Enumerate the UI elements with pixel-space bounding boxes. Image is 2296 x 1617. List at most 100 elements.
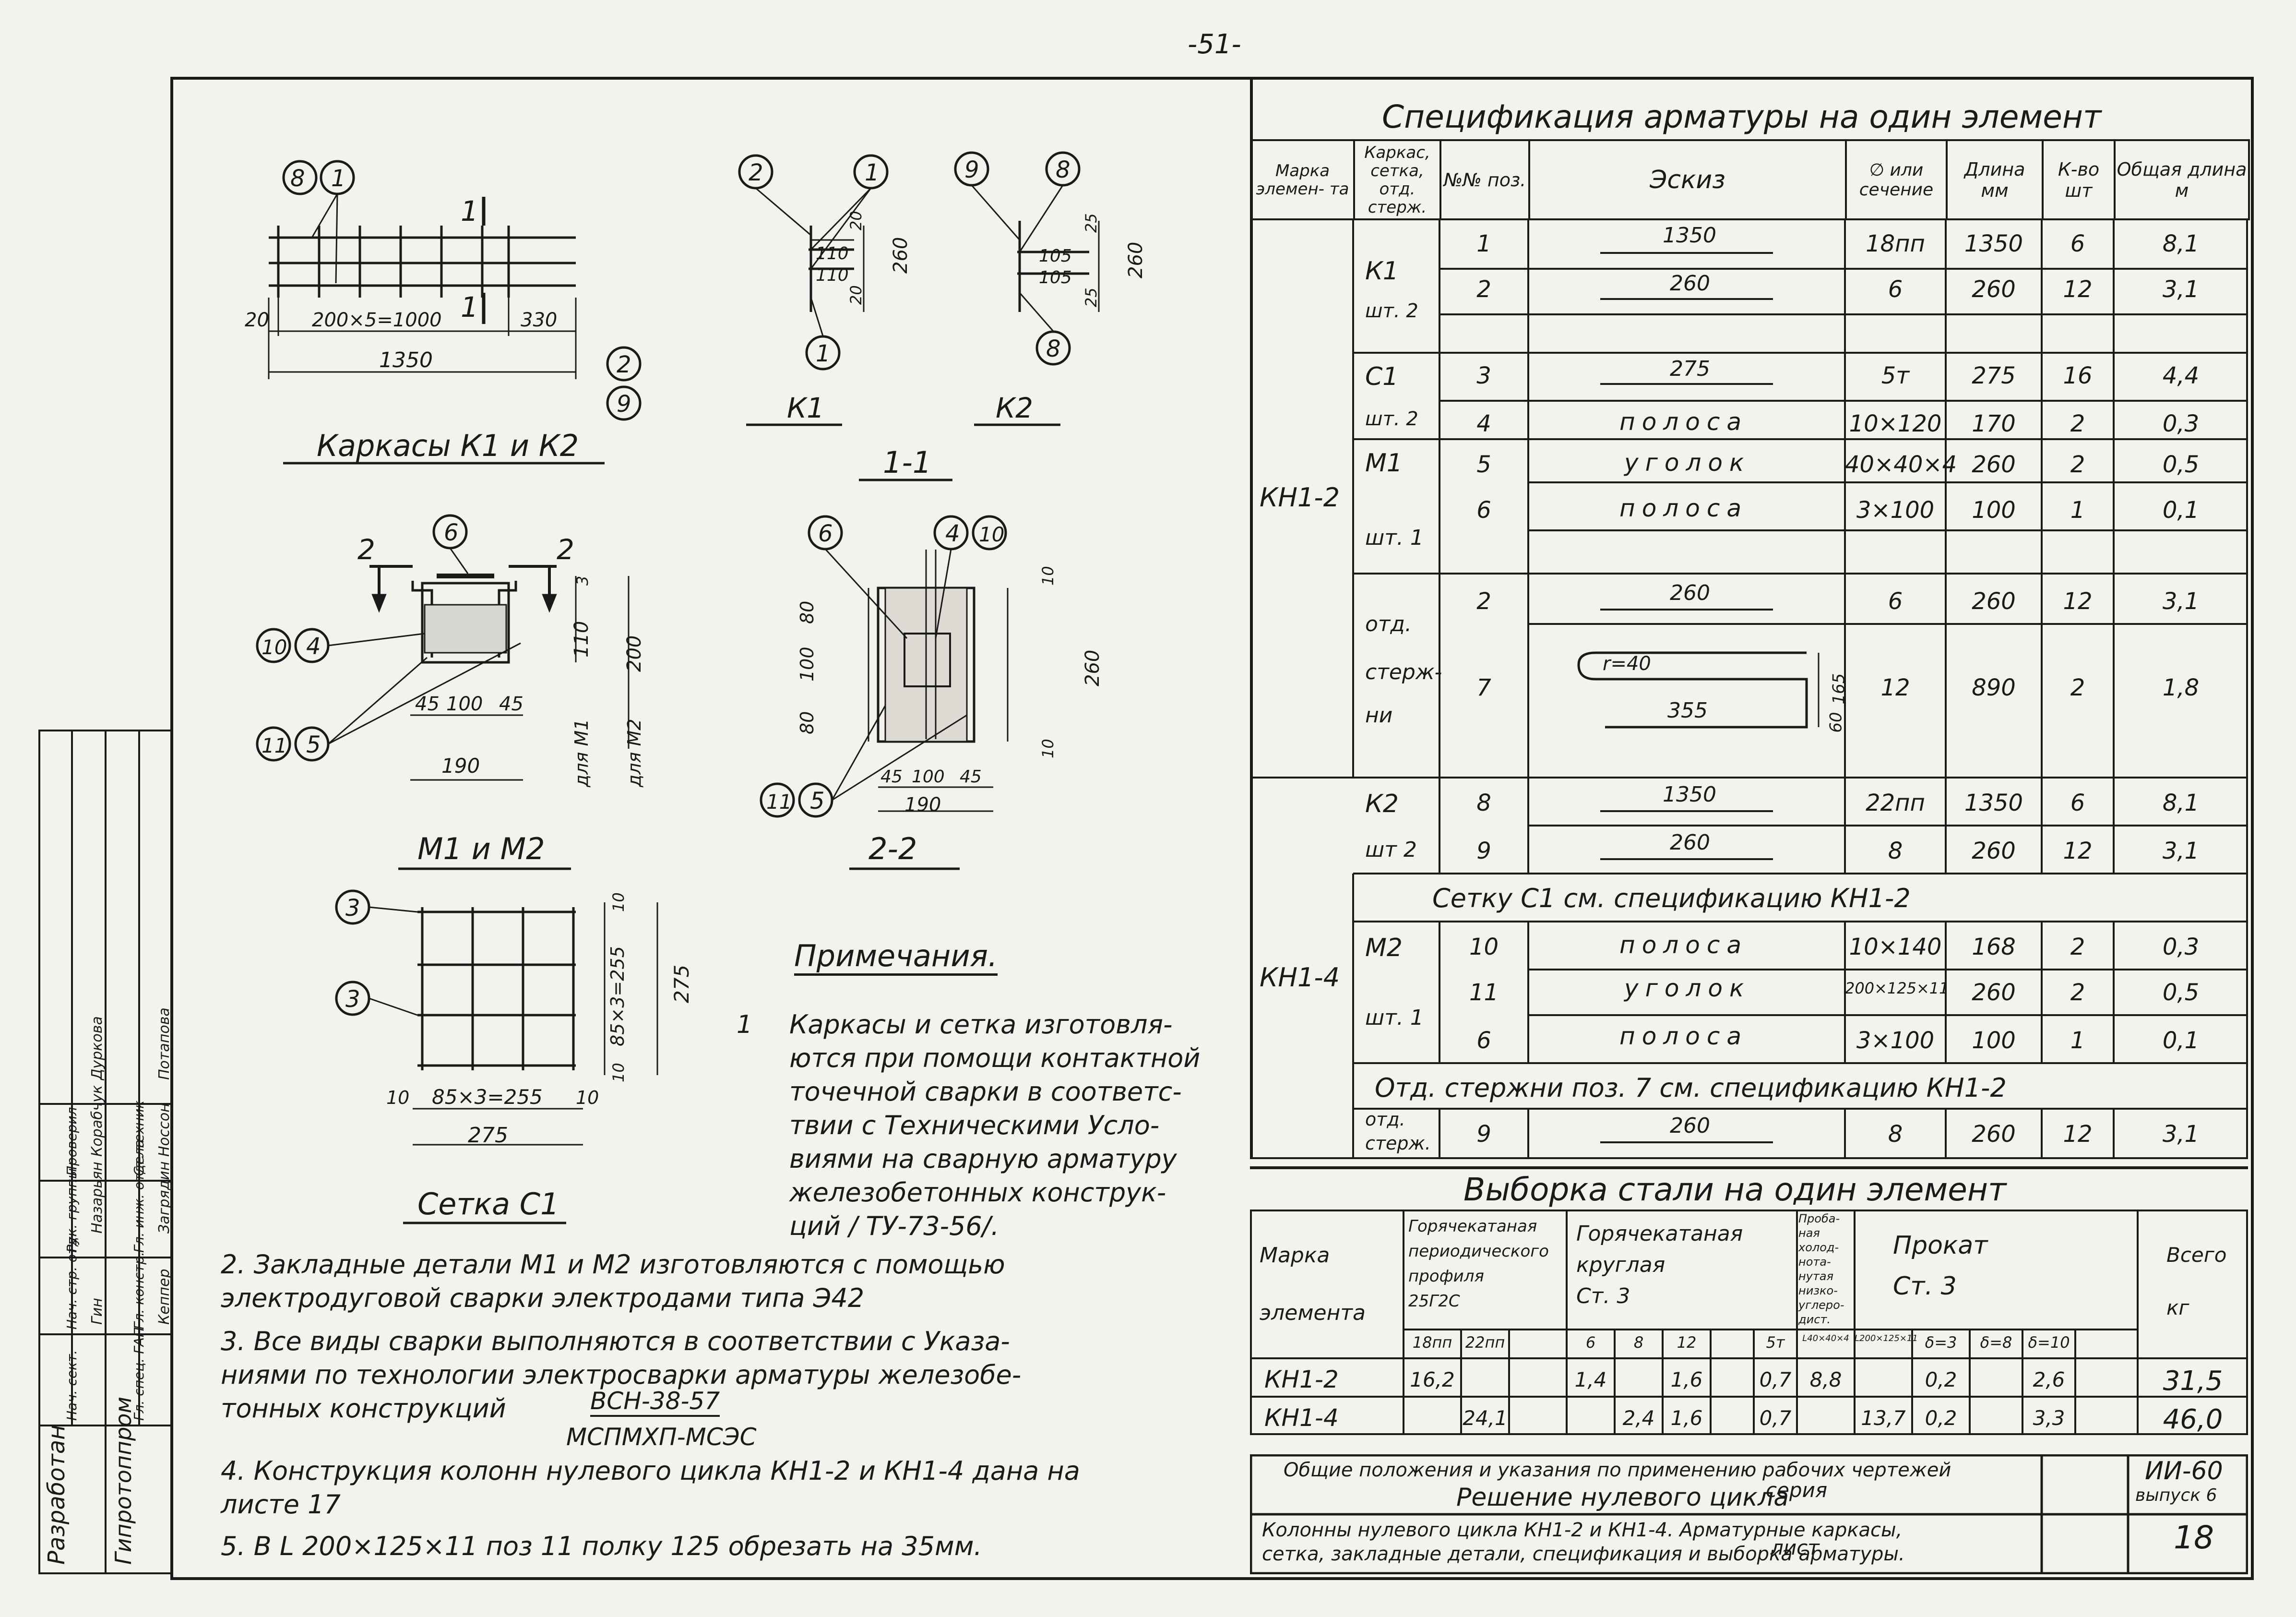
spec-row-13-len: 100 [1972,1027,2016,1054]
svg-text:9: 9 [617,391,631,418]
spec-h-length: Длина мм [1946,139,2044,220]
vyb-row-0-total: 31,5 [2163,1365,2223,1397]
vyb-sub-9: L200×125×11 [1855,1333,1918,1343]
vyb-sub-5: 12 [1677,1333,1697,1352]
spec-row-4-total: 0,5 [2162,451,2200,478]
spec-row-5-sec: 3×100 [1856,497,1935,524]
spec-row-4-pos: 5 [1476,451,1491,478]
spec-row-11-sec: 10×140 [1849,934,1942,960]
spec-row-15-sec: 8 [1888,1121,1903,1148]
stamp-sheet: 18 [2174,1519,2214,1556]
notes-title: Примечания. [794,938,998,976]
svg-text:200: 200 [623,635,645,672]
spec-row-5-len: 100 [1972,497,2016,524]
vyb-row-1-c12: 3,3 [2033,1406,2065,1430]
spec-row-3-sec: 10×120 [1849,410,1942,437]
spec-h-frame: Каркас, сетка, отд. стерж. [1353,139,1441,220]
signature-role-5: Рук. группы [64,1168,80,1253]
drawings-area: 8 1 2 9 1 1 20 200×5=1000 330 1350 Карка… [245,151,1147,1224]
spec-row-1-sec: 6 [1888,276,1903,303]
vyb-header-1-1: периодического [1408,1242,1549,1261]
svg-text:200×5=1000: 200×5=1000 [312,309,442,331]
vyb-sub-1: 22пп [1465,1333,1505,1352]
spec-row-12-len: 260 [1972,979,2016,1006]
spec-row-11-total: 0,3 [2162,934,2200,960]
vyb-header-4-1: Ст. 3 [1893,1272,1957,1301]
vyb-row-0-c8: 8,8 [1809,1368,1842,1391]
vyb-row-0-c12: 2,6 [2033,1368,2065,1391]
svg-text:для М1: для М1 [571,719,592,788]
note-3-fraction-bottom: МСПМХП-МСЭС [566,1423,757,1451]
spec-row-0-sec: 18пп [1866,230,1925,257]
vyb-row-1-c9: 13,7 [1861,1406,1906,1430]
vyborka-block [1250,1166,2248,1457]
spec-row-3-len: 170 [1972,410,2016,437]
svg-text:Сетка С1: Сетка С1 [417,1186,559,1222]
spec-row-7-pos: 7 [1476,674,1491,701]
note-1: Каркасы и сетка изготовля- ются при помо… [789,1009,1201,1241]
signature-organization: Гипротоппром [110,1396,136,1565]
spec-row-15-len: 260 [1972,1121,2016,1148]
spec-row-3-pos: 4 [1476,410,1491,437]
svg-text:1: 1 [865,159,880,186]
note-2: 2. Закладные детали М1 и М2 изготовляютс… [221,1249,1005,1313]
vyborka-title: Выборка стали на один элемент [1463,1171,2007,1208]
vyb-sub-12: δ=10 [2028,1333,2070,1352]
spec-mark-kn1-2: КН1-2 [1260,482,1340,513]
spec-row-12-qty: 2 [2070,979,2085,1006]
spec-h-section: ∅ или сечение [1845,139,1948,220]
svg-text:45: 45 [499,693,523,715]
svg-text:10: 10 [1039,566,1057,586]
spec-row-6-sec: 6 [1888,588,1903,615]
vyb-row-0-c5: 1,6 [1670,1368,1703,1391]
vyb-sub-8: L40×40×4 [1802,1333,1849,1343]
stamp-series-label: серия [1766,1478,1828,1502]
vyb-header-1-0: Горячекатаная [1408,1217,1537,1236]
signature-name-1: Гин [89,1298,106,1325]
vyb-row-1-c4: 2,4 [1622,1406,1655,1430]
svg-text:2: 2 [749,159,763,186]
svg-text:260: 260 [1125,242,1147,278]
svg-text:110: 110 [816,244,849,264]
spec-row-8-len: 1350 [1964,790,2023,816]
svg-text:10: 10 [609,1063,628,1082]
svg-text:3: 3 [345,986,360,1013]
svg-text:5: 5 [810,788,825,814]
group-m1: М1 [1365,449,1403,478]
vyb-header-4-0: Прокат [1893,1231,1988,1260]
signature-name-4: Носсон [156,1103,173,1157]
svg-text:1: 1 [461,291,478,323]
group-m2: М2 [1365,934,1403,962]
svg-text:8: 8 [1056,156,1071,183]
spec-row-3-total: 0,3 [2162,410,2200,437]
spec-row-2-qty: 16 [2063,362,2093,389]
group-c1: С1 [1365,362,1399,391]
svg-text:45: 45 [415,693,440,715]
spec-row-8-sec: 22пп [1866,790,1925,816]
signature-name-6: Потапова [156,1007,173,1080]
svg-text:11: 11 [262,734,287,757]
spec-row-7-total: 1,8 [2162,674,2200,701]
spec-row-6-pos: 2 [1476,588,1491,615]
spec-row-0-len: 1350 [1964,230,2023,257]
svg-text:3: 3 [573,576,592,586]
group-m2-count: шт. 1 [1365,1006,1424,1030]
signature-name-2: Загрядин [156,1161,173,1234]
svg-text:275: 275 [670,965,693,1003]
vyb-row-0-c10: 0,2 [1925,1368,1957,1391]
spec-row-7-sec: 12 [1880,674,1910,701]
spec-row-4-sec: 40×40×4 [1845,451,1957,478]
spec-row-8-pos: 8 [1476,790,1491,816]
svg-text:М1 и М2: М1 и М2 [417,831,545,866]
svg-text:110: 110 [816,265,849,285]
vyb-header-3-5: низко- [1798,1284,1838,1297]
svg-text:190: 190 [904,794,941,816]
spec-span-mesh-note: Сетку С1 см. спецификацию КН1-2 [1432,883,1911,913]
spec-row-7-qty: 2 [2070,674,2085,701]
svg-text:для М2: для М2 [624,719,645,788]
group-k1: К1 [1365,257,1399,286]
vyb-header-1-3: 25Г2С [1408,1292,1460,1311]
spec-row-2-sec: 5т [1881,362,1910,389]
stamp-line-1: Общие положения и указания по применению… [1284,1459,1951,1481]
signature-role-2: Гл. констр. [131,1251,147,1330]
